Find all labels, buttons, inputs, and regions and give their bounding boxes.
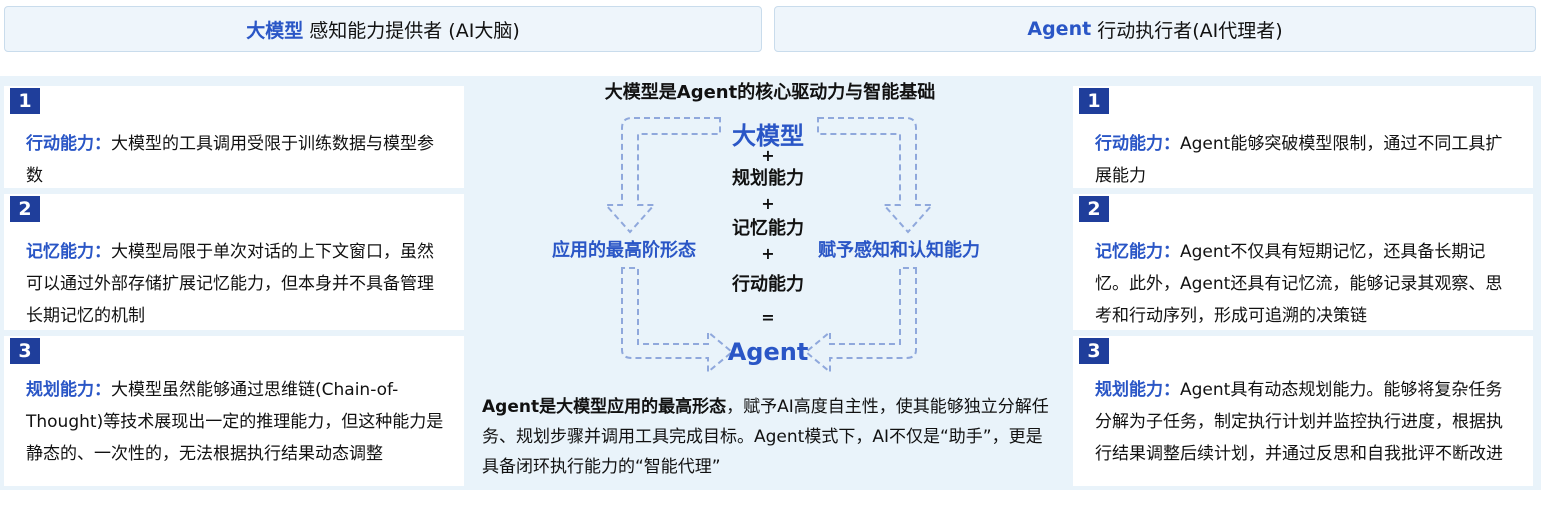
- right-card-1-text: Agent能够突破模型限制，通过不同工具扩展能力: [1095, 134, 1503, 186]
- right-card-1: 1 行动能力：Agent能够突破模型限制，通过不同工具扩展能力: [1073, 86, 1533, 188]
- header-llm-strong: 大模型: [246, 19, 304, 42]
- label-highest-form: 应用的最高阶形态: [552, 240, 696, 261]
- arrow-left-top: [603, 117, 721, 234]
- right-card-3-text: Agent具有动态规划能力。能够将复杂任务分解为子任务，制定执行计划并监控执行进…: [1095, 380, 1503, 464]
- right-card-1-sep: ：: [1163, 134, 1180, 154]
- left-card-2: 2 记忆能力：大模型局限于单次对话的上下文窗口，虽然可以通过外部存储扩展记忆能力…: [4, 194, 464, 330]
- right-card-3-number: 3: [1079, 338, 1109, 364]
- right-card-2-body: 记忆能力：Agent不仅具有短期记忆，还具备长期记忆。此外，Agent还具有记忆…: [1095, 236, 1519, 332]
- center-description-bold: Agent是大模型应用的最高形态: [482, 397, 727, 417]
- left-card-3-text: 大模型虽然能够通过思维链(Chain-of-Thought)等技术展现出一定的推…: [26, 380, 444, 464]
- arrow-left-bottom: [621, 267, 734, 375]
- left-card-1-text: 大模型的工具调用受限于训练数据与模型参数: [26, 134, 434, 186]
- flow-planning: 规划能力: [732, 168, 804, 189]
- flow-agent: Agent: [727, 338, 809, 366]
- arrow-right-bottom: [804, 267, 917, 375]
- flow-memory: 记忆能力: [732, 218, 804, 239]
- label-perception-cognition: 赋予感知和认知能力: [818, 240, 980, 261]
- flow-plus-1: +: [761, 146, 775, 165]
- flow-equals: =: [761, 308, 775, 327]
- flow-plus-3: +: [761, 244, 775, 263]
- right-card-2-text: Agent不仅具有短期记忆，还具备长期记忆。此外，Agent还具有记忆流，能够记…: [1095, 242, 1503, 326]
- left-card-2-sep: ：: [94, 242, 111, 262]
- left-card-2-label: 记忆能力: [26, 242, 94, 262]
- header-agent-strong: Agent: [1027, 18, 1092, 40]
- header-llm-text: 感知能力提供者 (AI大脑): [309, 19, 520, 42]
- right-card-2-number: 2: [1079, 196, 1109, 222]
- right-card-2-sep: ：: [1163, 242, 1180, 262]
- right-card-2: 2 记忆能力：Agent不仅具有短期记忆，还具备长期记忆。此外，Agent还具有…: [1073, 194, 1533, 330]
- left-card-2-text: 大模型局限于单次对话的上下文窗口，虽然可以通过外部存储扩展记忆能力，但本身并不具…: [26, 242, 434, 326]
- left-card-3-label: 规划能力: [26, 380, 94, 400]
- header-agent-text: 行动执行者(AI代理者): [1097, 19, 1283, 42]
- right-card-1-body: 行动能力：Agent能够突破模型限制，通过不同工具扩展能力: [1095, 128, 1519, 192]
- right-card-1-label: 行动能力: [1095, 134, 1163, 154]
- left-card-1: 1 行动能力：大模型的工具调用受限于训练数据与模型参数: [4, 86, 464, 188]
- right-card-3-label: 规划能力: [1095, 380, 1163, 400]
- left-card-1-sep: ：: [94, 134, 111, 154]
- left-card-3-number: 3: [10, 338, 40, 364]
- left-card-3-body: 规划能力：大模型虽然能够通过思维链(Chain-of-Thought)等技术展现…: [26, 374, 450, 470]
- right-card-3-sep: ：: [1163, 380, 1180, 400]
- center-description: Agent是大模型应用的最高形态，赋予AI高度自主性，使其能够独立分解任务、规划…: [482, 392, 1052, 482]
- right-card-1-number: 1: [1079, 88, 1109, 114]
- header-llm: 大模型 感知能力提供者 (AI大脑): [4, 6, 762, 52]
- left-card-1-body: 行动能力：大模型的工具调用受限于训练数据与模型参数: [26, 128, 450, 192]
- center-title: 大模型是Agent的核心驱动力与智能基础: [604, 82, 936, 103]
- header-agent: Agent 行动执行者(AI代理者): [774, 6, 1536, 52]
- left-card-2-body: 记忆能力：大模型局限于单次对话的上下文窗口，虽然可以通过外部存储扩展记忆能力，但…: [26, 236, 450, 332]
- left-card-3: 3 规划能力：大模型虽然能够通过思维链(Chain-of-Thought)等技术…: [4, 336, 464, 486]
- flow-action: 行动能力: [732, 274, 804, 295]
- left-card-2-number: 2: [10, 196, 40, 222]
- right-card-2-label: 记忆能力: [1095, 242, 1163, 262]
- right-card-3: 3 规划能力：Agent具有动态规划能力。能够将复杂任务分解为子任务，制定执行计…: [1073, 336, 1533, 486]
- flow-llm: 大模型: [732, 122, 804, 150]
- left-card-1-label: 行动能力: [26, 134, 94, 154]
- right-card-3-body: 规划能力：Agent具有动态规划能力。能够将复杂任务分解为子任务，制定执行计划并…: [1095, 374, 1519, 470]
- left-card-3-sep: ：: [94, 380, 111, 400]
- center-description-text: ，赋予AI高度自主性，使其能够独立分解任务、规划步骤并调用工具完成目标。Agen…: [482, 397, 1049, 477]
- left-card-1-number: 1: [10, 88, 40, 114]
- arrow-right-top: [817, 117, 935, 234]
- flow-plus-2: +: [761, 194, 775, 213]
